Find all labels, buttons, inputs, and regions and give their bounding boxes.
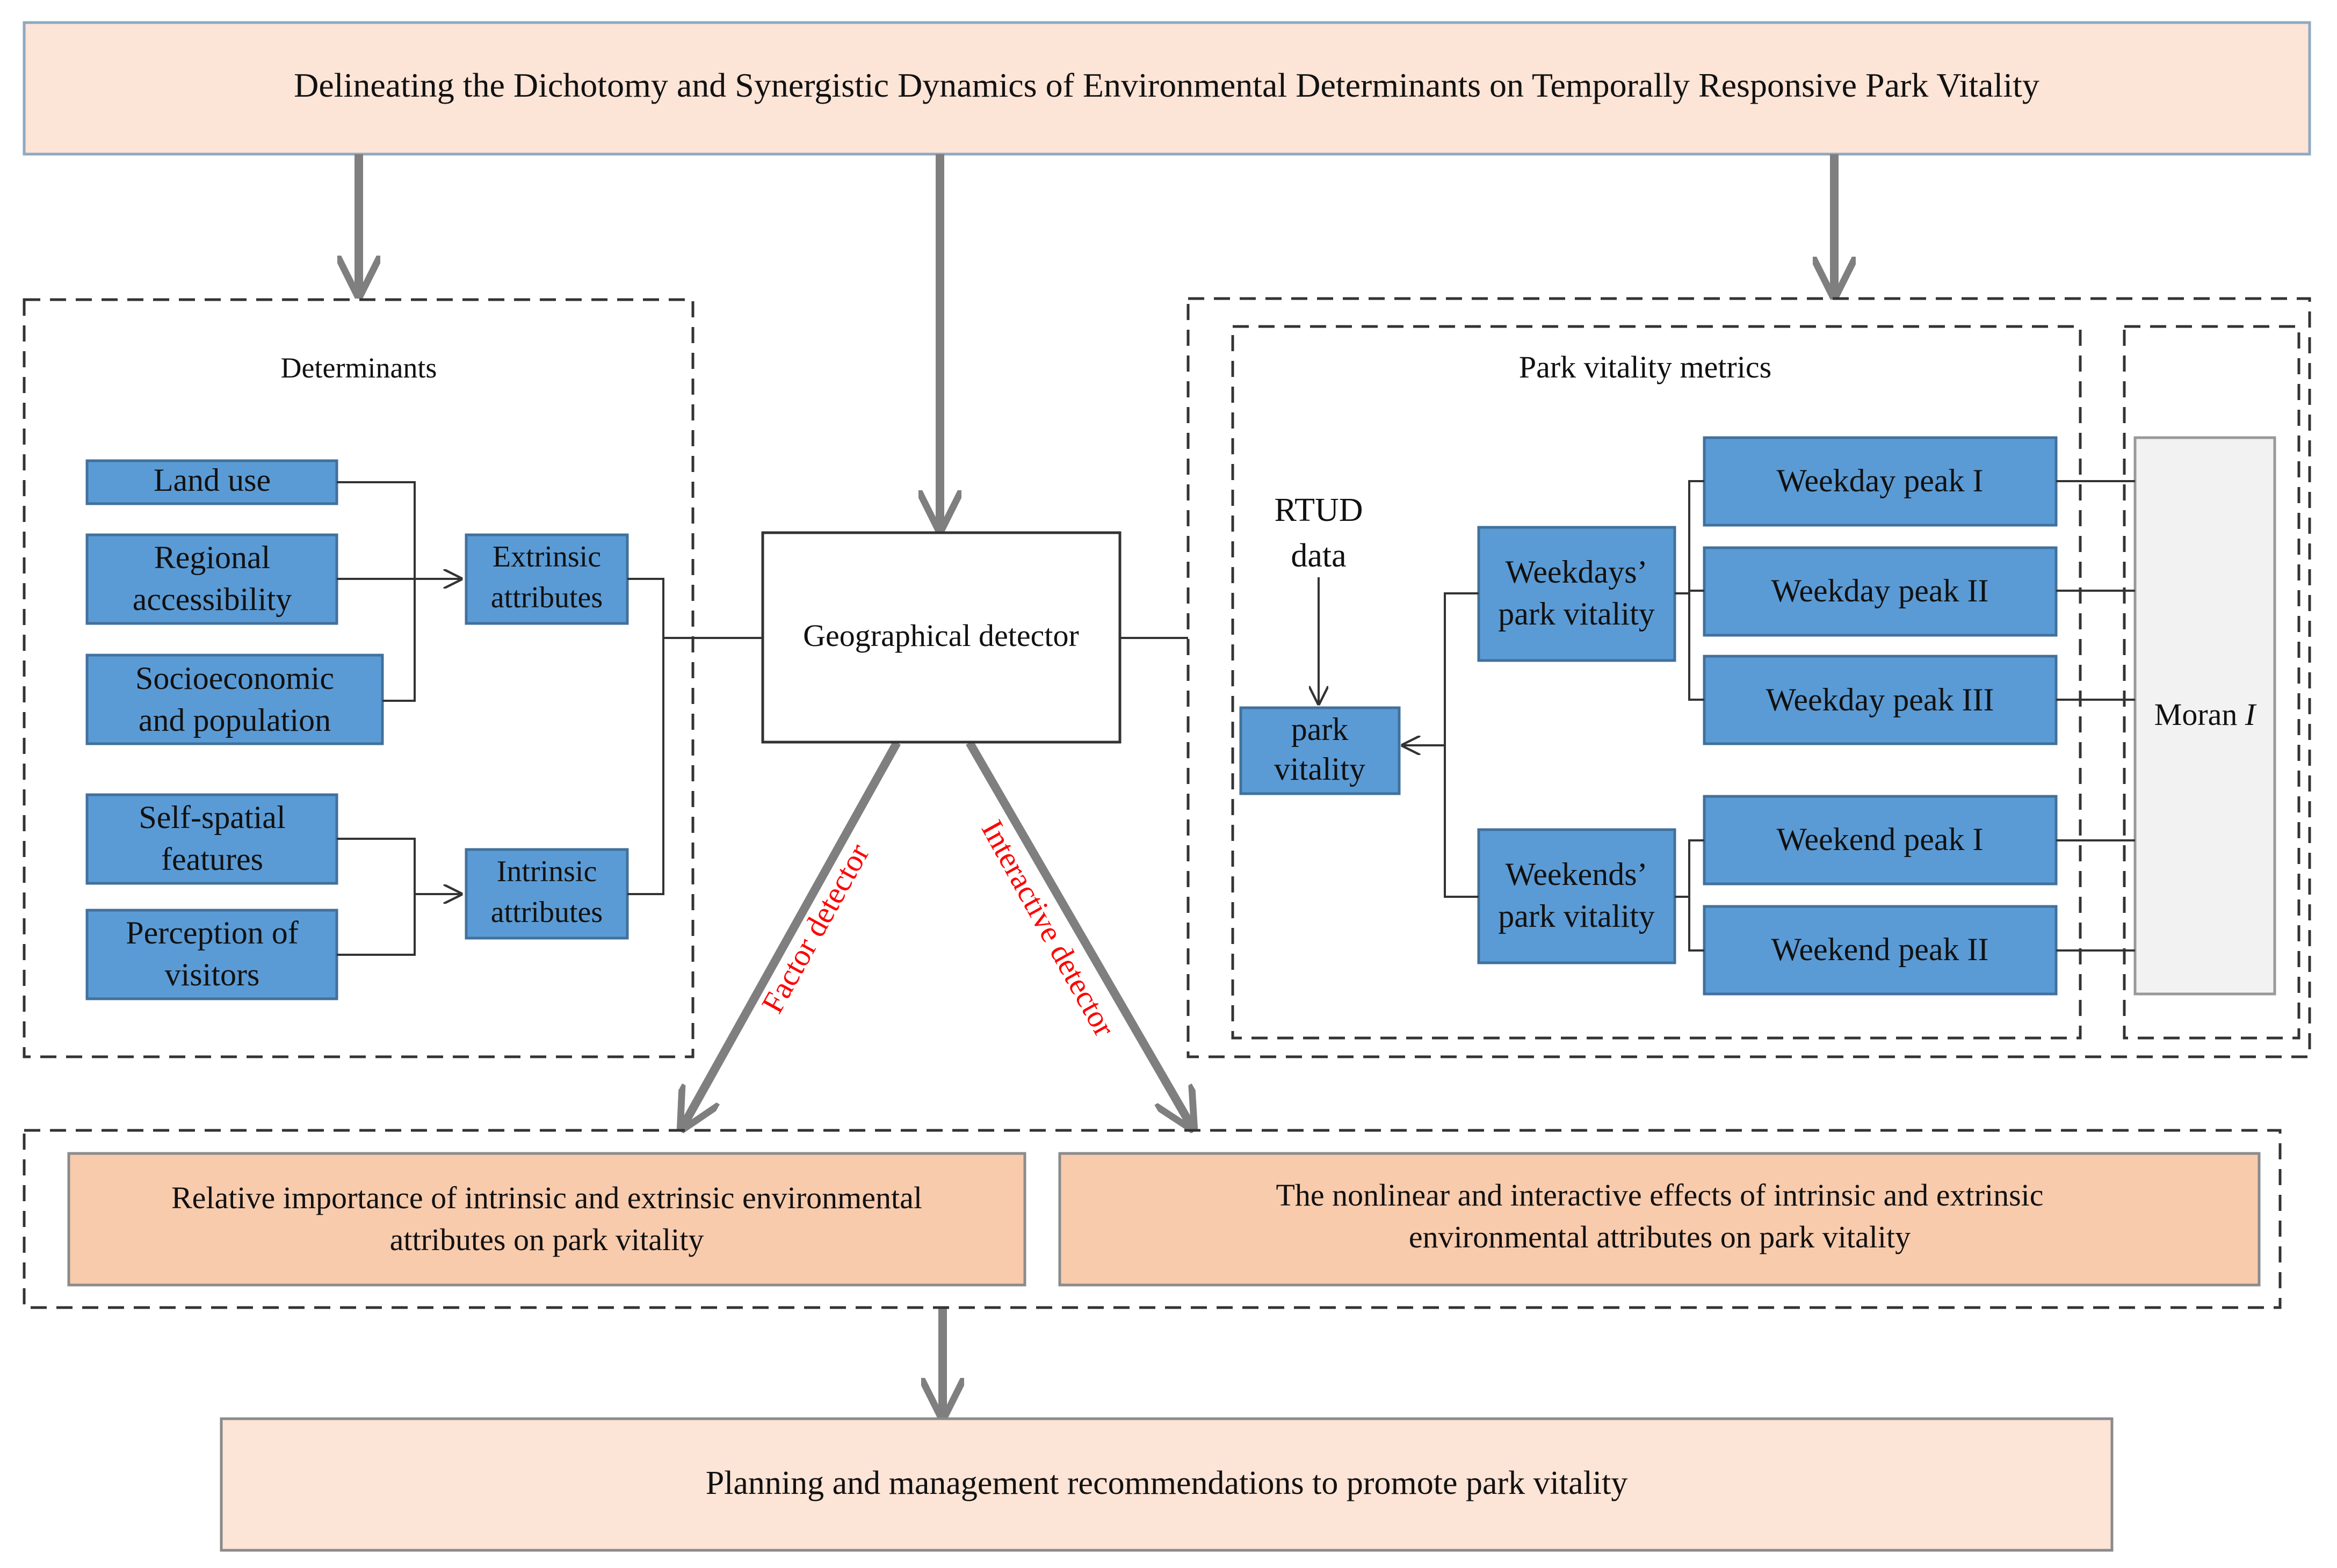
determinant-connectors: [337, 481, 763, 956]
weekdays-vitality-box: Weekdays’park vitality: [1477, 526, 1676, 662]
metrics-connectors: [1403, 480, 2135, 952]
outcome-relative-importance-text: Relative importance of intrinsic and ext…: [171, 1180, 922, 1257]
flow-arrows: [359, 154, 1834, 1417]
weekdays-vitality-label: Weekdays’park vitality: [1498, 554, 1655, 631]
weekend-peak-2-label: Weekend peak II: [1771, 932, 1989, 967]
weekend-peak-2-box: Weekend peak II: [1703, 905, 2058, 996]
outcome-relative-importance: Relative importance of intrinsic and ext…: [67, 1152, 1026, 1287]
moran-i-box: Moran I: [2133, 436, 2276, 996]
determinant-land-use-label: Land use: [154, 462, 271, 498]
title-text: Delineating the Dichotomy and Synergisti…: [294, 66, 2039, 104]
factor-detector-label: Factor detector: [755, 838, 876, 1019]
weekday-peak-2-box: Weekday peak II: [1703, 546, 2058, 637]
weekend-peak-1-label: Weekend peak I: [1777, 822, 1984, 857]
arrow-factor-detector: [682, 741, 901, 1128]
recommendation-text: Planning and management recommendations …: [706, 1465, 1628, 1501]
outcome-interactive-effects-text: The nonlinear and interactive effects of…: [1276, 1178, 2043, 1254]
arrow-interactive-detector: [966, 740, 1192, 1128]
moran-i-label: Moran I: [2154, 697, 2257, 732]
weekday-peak-2-label: Weekday peak II: [1771, 573, 1989, 608]
weekday-peak-3-label: Weekday peak III: [1766, 682, 1994, 717]
determinants-heading: Determinants: [281, 352, 437, 384]
title-box: Delineating the Dichotomy and Synergisti…: [23, 21, 2311, 156]
weekends-vitality-box: Weekends’park vitality: [1477, 828, 1676, 964]
weekday-peak-1-box: Weekday peak I: [1703, 436, 2058, 527]
outcome-interactive-effects: The nonlinear and interactive effects of…: [1058, 1152, 2261, 1287]
interactive-detector-label: Interactive detector: [975, 814, 1123, 1042]
geographical-detector-label: Geographical detector: [803, 618, 1079, 653]
weekend-peak-1-box: Weekend peak I: [1703, 795, 2058, 885]
determinant-land-use: Land use: [85, 459, 338, 505]
outcomes-panel: Relative importance of intrinsic and ext…: [23, 1129, 2282, 1309]
weekday-peak-3-box: Weekday peak III: [1703, 655, 2058, 745]
weekends-vitality-label: Weekends’park vitality: [1498, 856, 1655, 934]
recommendation-box: Planning and management recommendations …: [220, 1417, 2114, 1552]
weekday-peak-1-label: Weekday peak I: [1777, 463, 1984, 498]
geographical-detector-box: Geographical detector: [761, 531, 1188, 744]
metrics-heading: Park vitality metrics: [1519, 350, 1771, 384]
